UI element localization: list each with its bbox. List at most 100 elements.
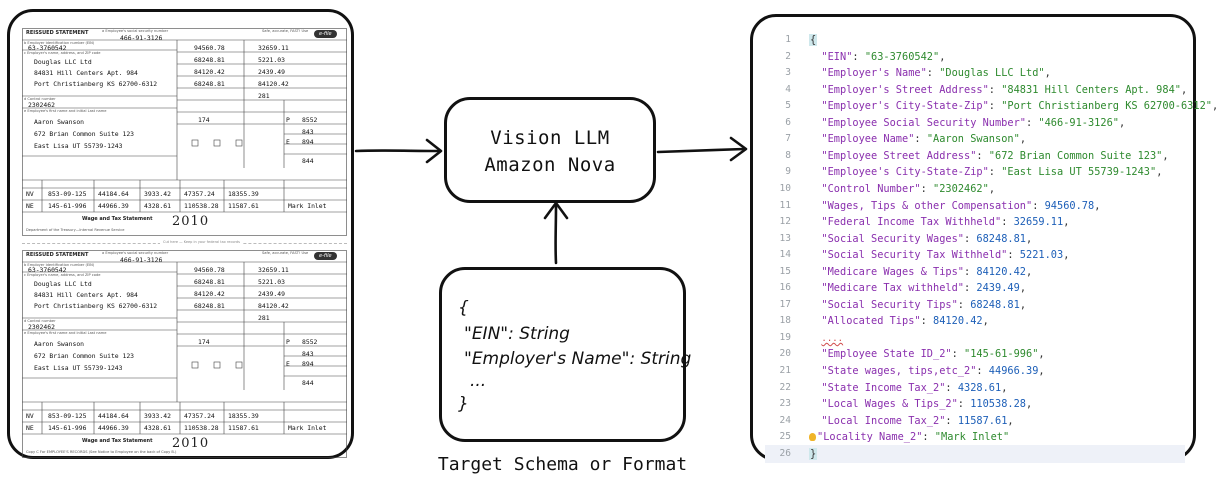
- code-text: "Employer's Street Address": "84831 Hill…: [821, 83, 1188, 96]
- w2-box12b: 843: [302, 350, 314, 358]
- code-text: "Medicare Wages & Tips": 84120.42,: [821, 265, 1033, 278]
- w2-box3: 68248.81: [194, 56, 225, 64]
- w2-box12a: 8552: [302, 116, 318, 124]
- code-line[interactable]: 26}: [765, 444, 1185, 463]
- vision-llm-box: Vision LLM Amazon Nova: [444, 97, 656, 203]
- code-text: "Locality Name_2": "Mark Inlet": [809, 428, 1009, 446]
- w2-box3: 68248.81: [194, 278, 225, 286]
- code-line[interactable]: 2 "EIN": "63-3760542",: [765, 48, 1185, 66]
- lightbulb-icon[interactable]: [809, 433, 816, 442]
- code-line[interactable]: 14 "Social Security Tax Withheld": 5221.…: [765, 246, 1185, 264]
- json-value: 68248.81: [970, 298, 1020, 311]
- code-text: "Social Security Tax Withheld": 5221.03,: [821, 249, 1070, 262]
- line-number: 14: [779, 249, 791, 261]
- json-value: 11587.61: [957, 414, 1008, 427]
- w2-state2-id: 145-61-996: [48, 424, 87, 432]
- schema-ellipsis: ...: [470, 371, 487, 391]
- llm-model-name: Amazon Nova: [484, 154, 616, 176]
- line-number: 3: [785, 67, 791, 79]
- code-line[interactable]: 21 "State wages, tips,etc_2": 44966.39,: [765, 362, 1185, 380]
- w2-employer-label: c Employer's name, address, and ZIP code: [24, 273, 101, 277]
- json-value: 44966.39: [988, 365, 1039, 377]
- w2-employer-label: c Employer's name, address, and ZIP code: [24, 51, 101, 55]
- w2-state1-tax: 3933.42: [144, 412, 171, 420]
- w2-state2: NE: [26, 424, 34, 432]
- schema-caption: Target Schema or Format: [437, 454, 688, 475]
- w2-box12c-code: E: [286, 138, 290, 146]
- w2-local1-wages: 47357.24: [184, 190, 215, 198]
- code-line[interactable]: 10 "Control Number": "2302462",: [765, 180, 1185, 198]
- code-line[interactable]: 24 "Local Income Tax_2": 11587.61,: [765, 412, 1185, 430]
- code-line[interactable]: 6 "Employee Social Security Number": "46…: [765, 114, 1185, 132]
- json-key: "Employee Social Security Number": [821, 116, 1026, 129]
- w2-employee-label: e Employee's first name and initial Last…: [24, 331, 107, 335]
- w2-ssn: 466-91-3126: [120, 34, 163, 42]
- w2-employer-name: Douglas LLC Ltd: [34, 58, 92, 66]
- code-text: "Employee State ID_2": "145-61-996",: [821, 348, 1045, 361]
- efile-badge: e-file: [314, 30, 337, 38]
- code-editor[interactable]: 1{2 "EIN": "63-3760542",3 "Employer's Na…: [765, 31, 1218, 463]
- json-value: 5221.03: [1019, 249, 1064, 262]
- w2-dept-note: Department of the Treasury—Internal Reve…: [26, 228, 125, 232]
- w2-box12d: 844: [302, 379, 314, 387]
- json-key: "State wages, tips,etc_2": [821, 365, 977, 377]
- code-line[interactable]: 23 "Local Wages & Tips_2": 110538.28,: [765, 395, 1185, 413]
- w2-local2-tax: 11587.61: [228, 424, 259, 432]
- schema-open-brace: {: [458, 298, 469, 318]
- code-line[interactable]: 3 "Employer's Name": "Douglas LLC Ltd",: [765, 64, 1185, 82]
- code-line[interactable]: 12 "Federal Income Tax Withheld": 32659.…: [765, 213, 1185, 231]
- code-text: "Federal Income Tax Withheld": 32659.11,: [821, 216, 1070, 229]
- efile-badge: e-file: [314, 252, 337, 260]
- w2-box12d: 844: [302, 157, 314, 165]
- w2-local2-tax: 11587.61: [228, 202, 259, 210]
- json-key: "Social Security Tax Withheld": [821, 249, 1008, 262]
- code-line[interactable]: 19 ....: [765, 329, 1185, 347]
- code-line[interactable]: 5 "Employer's City-State-Zip": "Port Chr…: [765, 97, 1218, 115]
- json-key: "Local Wages & Tips_2": [821, 398, 958, 411]
- code-line[interactable]: 7 "Employee Name": "Aaron Swanson",: [765, 130, 1185, 148]
- w2-local2-wages: 110538.28: [184, 424, 219, 432]
- w2-box5: 84120.42: [194, 290, 225, 298]
- w2-box7: 68248.81: [194, 80, 225, 88]
- w2-box10: 281: [258, 314, 270, 322]
- w2-local1-tax: 18355.39: [228, 190, 259, 198]
- json-key: "Employee State ID_2": [821, 348, 952, 361]
- code-text: "Medicare Tax withheld": 2439.49,: [821, 282, 1027, 295]
- code-line[interactable]: 9 "Employee's City-State-Zip": "East Lis…: [765, 163, 1185, 181]
- code-text: "Employer's City-State-Zip": "Port Chris…: [821, 100, 1218, 113]
- json-value: 32659.11: [1013, 216, 1064, 229]
- code-line[interactable]: 22 "State Income Tax_2": 4328.61,: [765, 379, 1185, 397]
- w2-locality2: Mark Inlet: [288, 202, 327, 210]
- w2-ssn-label: a Employee's social security number: [102, 29, 169, 33]
- code-line[interactable]: 15 "Medicare Wages & Tips": 84120.42,: [765, 263, 1185, 281]
- code-line[interactable]: 20 "Employee State ID_2": "145-61-996",: [765, 345, 1185, 363]
- code-line[interactable]: 16 "Medicare Tax withheld": 2439.49,: [765, 279, 1185, 297]
- w2-local1-wages: 47357.24: [184, 412, 215, 420]
- w2-ssn: 466-91-3126: [120, 256, 163, 264]
- code-line[interactable]: 13 "Social Security Wages": 68248.81,: [765, 230, 1185, 248]
- line-number: 11: [779, 199, 791, 211]
- code-line[interactable]: 8 "Employee Street Address": "672 Brian …: [765, 147, 1185, 165]
- w2-box12c-code: E: [286, 360, 290, 368]
- json-value: "466-91-3126": [1038, 116, 1119, 129]
- code-line[interactable]: 4 "Employer's Street Address": "84831 Hi…: [765, 81, 1188, 99]
- line-number: 18: [779, 315, 791, 327]
- code-line[interactable]: 18 "Allocated Tips": 84120.42,: [765, 312, 1185, 330]
- json-key: "Medicare Wages & Tips": [821, 265, 964, 278]
- w2-box4: 5221.03: [258, 278, 285, 286]
- code-line[interactable]: 1{: [765, 31, 1185, 49]
- w2-safe-accurate: Safe, accurate, FAST! Use: [262, 251, 309, 255]
- json-key: "Federal Income Tax Withheld": [821, 216, 1002, 229]
- json-key: "Wages, Tips & other Compensation": [821, 199, 1033, 212]
- w2-ssn-label: a Employee's social security number: [102, 251, 169, 255]
- w2-box12a-code: P: [286, 338, 290, 346]
- json-key: "Control Number": [821, 182, 921, 195]
- json-value: "Port Christianberg KS 62700-6312": [1001, 100, 1212, 113]
- line-number: 7: [785, 133, 791, 145]
- code-line[interactable]: 25"Locality Name_2": "Mark Inlet": [765, 428, 1185, 446]
- arrow-llm-to-editor: [656, 136, 748, 162]
- code-line[interactable]: 11 "Wages, Tips & other Compensation": 9…: [765, 197, 1185, 215]
- w2-employer-name: Douglas LLC Ltd: [34, 280, 92, 288]
- code-line[interactable]: 17 "Social Security Tips": 68248.81,: [765, 296, 1185, 314]
